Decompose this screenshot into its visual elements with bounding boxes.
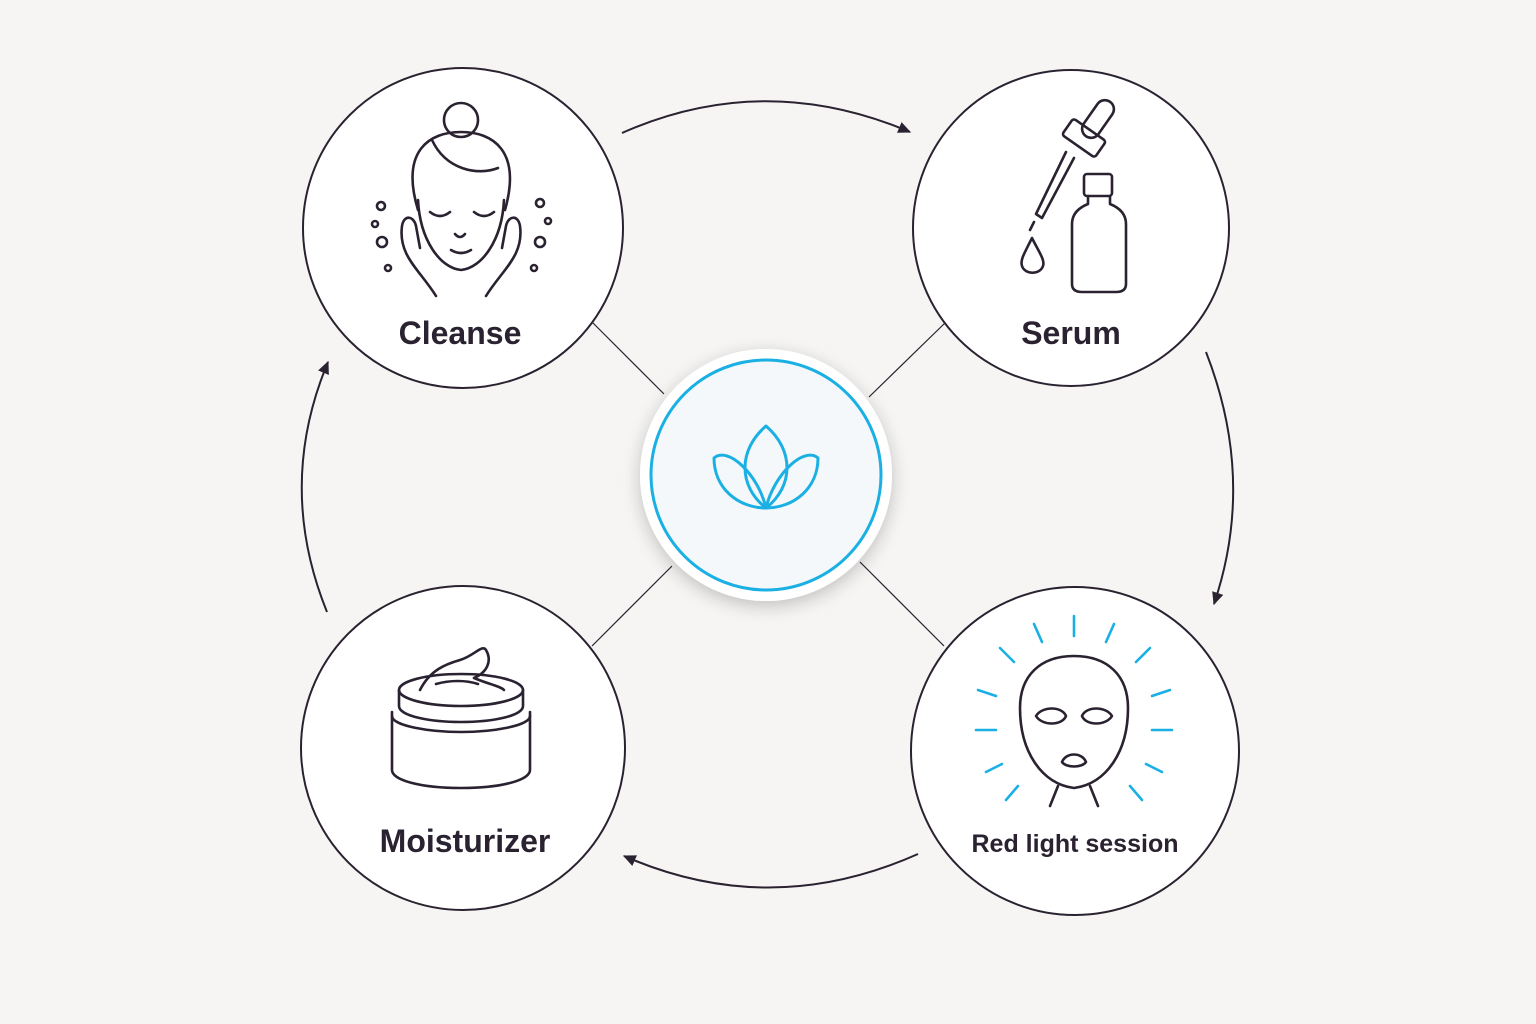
step-label-moisturizer: Moisturizer [380,823,551,859]
spoke-serum [868,321,947,398]
cycle-arrows [300,100,1235,889]
cream-jar-icon [390,647,532,790]
step-node-moisturizer: Moisturizer [300,585,626,911]
led-mask-icon [1018,654,1130,808]
arrow-serum-to-red-light [1205,351,1235,606]
step-node-red-light: Red light session [910,586,1240,916]
spoke-connectors [591,321,947,647]
arrow-cleanse-to-serum [621,100,912,134]
step-node-cleanse: Cleanse [302,67,624,389]
hub-ring [649,358,883,592]
spoke-cleanse [591,321,665,395]
step-node-serum: Serum [912,69,1230,387]
step-circle [910,586,1240,916]
step-circle [302,67,624,389]
arrow-moisturizer-to-cleanse [300,360,329,613]
light-rays [974,614,1174,802]
step-label-serum: Serum [1021,315,1121,351]
spoke-moisturizer [591,565,673,647]
spoke-red-light [859,561,945,647]
step-circle [300,585,626,911]
dropper-bottle-icon [1020,98,1128,294]
step-label-red-light: Red light session [972,830,1179,858]
lotus-icon [712,424,820,510]
hub-node [640,349,892,601]
arrow-red-light-to-moisturizer [622,853,919,889]
face-washing-icon [370,101,553,298]
step-label-cleanse: Cleanse [399,315,522,351]
